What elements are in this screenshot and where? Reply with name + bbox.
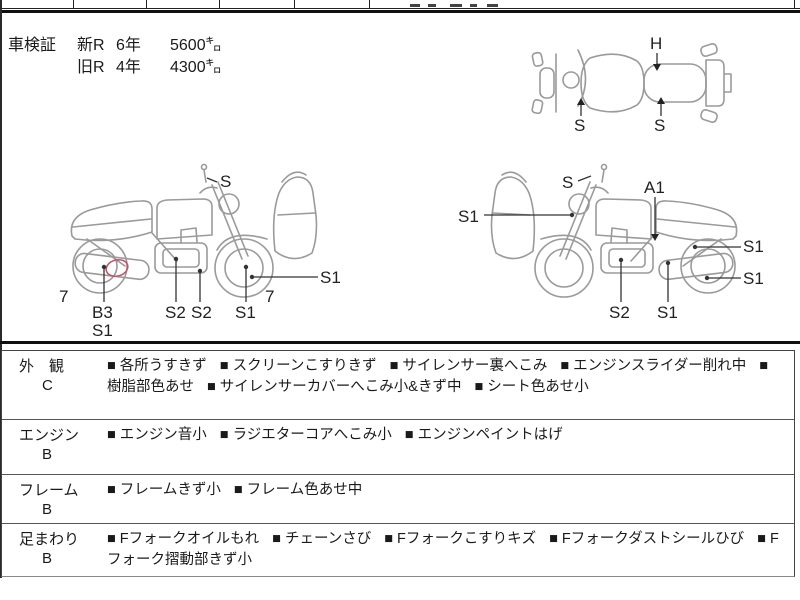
top-view-diagram: H S S (531, 34, 732, 135)
shaken-old-year: 4年 (116, 59, 141, 76)
clipped-header-text (410, 4, 420, 7)
condition-item: ■ エンジン音小 (107, 427, 207, 443)
condition-item: ■ エンジンペイントはげ (404, 427, 563, 443)
condition-items: ■ Fフォークオイルもれ ■ チェーンさび ■ Fフォークこすりキズ ■ Fフォークダ… (105, 524, 794, 576)
header-cell-divider (73, 0, 74, 8)
condition-item: ■ ラジエターコアへこみ小 (219, 427, 392, 443)
header-cell-divider (219, 0, 220, 8)
label-s1-front-wheel: S1 (320, 268, 341, 287)
condition-label: 足まわり (19, 531, 80, 548)
label-s-mid: S (654, 116, 665, 135)
label-s1-front: S1 (458, 207, 479, 226)
header-cell-divider (146, 0, 147, 8)
damage-circle-mark (105, 258, 129, 278)
condition-item: ■ Fフォーク摺動部きず小 (107, 531, 779, 568)
right-bike-diagram: S S1 A1 S1 S1 S2 S1 (458, 163, 764, 322)
condition-item: ■ サイレンサーカバーへこみ小&きず中 (207, 379, 462, 395)
section-divider (0, 341, 800, 344)
label-b3: B3 (92, 303, 113, 322)
header-bottom-border (0, 8, 800, 9)
label-s2-engine: S2 (609, 303, 630, 322)
condition-item: ■ Fフォークオイルもれ (107, 531, 260, 547)
condition-items: ■ 各所うすきず ■ スクリーンこすりきず ■ サイレンサー裏へこみ ■ エンジンスラ… (105, 351, 794, 419)
shaken-new-km: 5600㌔ (170, 37, 222, 54)
label-s-front: S (574, 116, 585, 135)
condition-grade: B (42, 501, 53, 518)
condition-items: ■ エンジン音小 ■ ラジエターコアへこみ小 ■ エンジンペイントはげ (105, 420, 794, 474)
condition-grade: B (42, 550, 53, 567)
label-h: H (650, 34, 662, 53)
condition-label: フレーム (19, 482, 79, 499)
condition-label: 外 観 (19, 358, 65, 375)
condition-item: ■ サイレンサー裏へこみ (389, 358, 548, 374)
shaken-title: 車検証 (8, 37, 57, 54)
shaken-new-era: 新R (77, 37, 105, 54)
condition-item: ■ 樹脂部色あせ (107, 358, 769, 395)
condition-grade: B (42, 446, 53, 463)
condition-row-frame: フレーム B ■ フレームきず小 ■ フレーム色あせ中 (2, 474, 794, 523)
clipped-header-text (487, 4, 498, 7)
shaken-old-era: 旧R (77, 59, 105, 76)
label-s1-rear-wheel: S1 (743, 269, 764, 288)
label-tread-front: 7 (265, 287, 274, 306)
shaken-old-km: 4300㌔ (170, 59, 222, 76)
condition-item: ■ エンジンスライダー削れ中 (560, 358, 747, 374)
condition-label: エンジン (19, 427, 80, 444)
condition-item: ■ Fフォークこすりキズ (384, 531, 537, 547)
label-s1-muffler: S1 (657, 303, 678, 322)
clipped-header-text (470, 4, 477, 7)
label-s2-engine: S2 (165, 303, 186, 322)
label-s1-swingarm: S1 (92, 321, 113, 340)
condition-item: ■ シート色あせ小 (474, 379, 589, 395)
condition-item: ■ 各所うすきず (107, 358, 207, 374)
condition-row-undercarriage: 足まわり B ■ Fフォークオイルもれ■ チェーンさび■ Fフォークこすりキズ■… (2, 523, 794, 576)
condition-item: ■ スクリーンこすりきず (219, 358, 377, 374)
label-s2-exhaust: S2 (191, 303, 212, 322)
label-s-mirror: S (562, 173, 573, 192)
motorcycle-right-side-art (490, 163, 738, 298)
left-bike-labels: S 7 B3 S1 S2 S2 S1 7 S1 (59, 172, 341, 340)
sheet-left-border (0, 0, 2, 578)
condition-table: 外 観 C ■ 各所うすきず■ スクリーンこすりきず■ サイレンサー裏へこみ■ … (1, 350, 795, 577)
shaken-new-year: 6年 (116, 37, 141, 54)
label-s1-front: S1 (235, 303, 256, 322)
right-bike-labels: S S1 A1 S1 S1 S2 S1 (458, 173, 764, 322)
condition-row-engine: エンジン B ■ エンジン音小 ■ ラジエターコアへこみ小 ■ エンジンペイントはげ (2, 419, 794, 474)
header-cell-divider (369, 0, 370, 8)
top-view-labels: H S S (574, 34, 665, 135)
condition-item: ■ フレームきず小 (107, 482, 221, 498)
label-s-handlebar: S (220, 172, 231, 191)
label-tread-rear: 7 (59, 287, 68, 306)
condition-grade: C (42, 377, 53, 394)
motorcycle-top-view-art (531, 43, 732, 123)
condition-item: ■ Fフォークダストシールひび (549, 531, 745, 547)
condition-item: ■ チェーンさび (272, 531, 372, 547)
label-s1-shock: S1 (743, 237, 764, 256)
condition-item: ■ フレーム色あせ中 (233, 482, 363, 498)
clipped-header-text (450, 4, 462, 7)
left-bike-diagram: S 7 B3 S1 S2 S2 S1 7 S1 (59, 163, 341, 340)
header-cell-divider (794, 0, 795, 8)
condition-row-exterior: 外 観 C ■ 各所うすきず■ スクリーンこすりきず■ サイレンサー裏へこみ■ … (2, 351, 794, 419)
header-cell-divider (294, 0, 295, 8)
header-thick-border (0, 10, 800, 13)
label-a1-seat: A1 (644, 178, 665, 197)
condition-items: ■ フレームきず小 ■ フレーム色あせ中 (105, 475, 794, 523)
clipped-header-text (428, 4, 436, 7)
